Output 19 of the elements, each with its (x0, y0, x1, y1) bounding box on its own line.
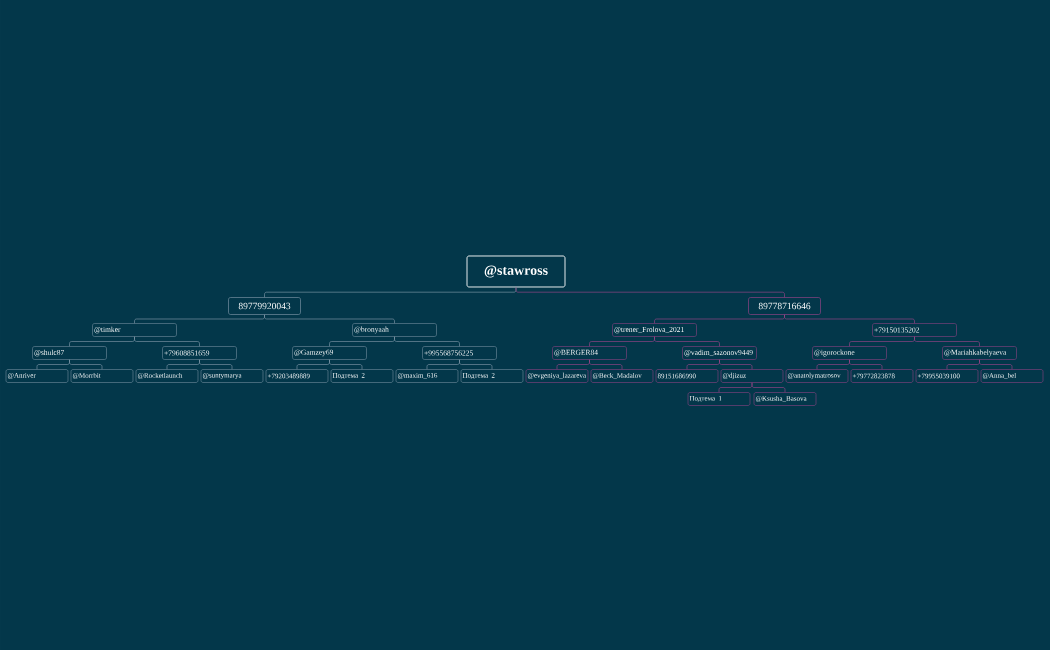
connector-line (134, 336, 200, 347)
connector-line (979, 359, 1013, 370)
connector-line (914, 336, 980, 347)
topic-box: 89779920043 (228, 297, 301, 315)
connector-line (459, 359, 493, 370)
topic-box: 89778716646 (748, 297, 821, 315)
connector-line (654, 336, 720, 347)
connector-line (199, 359, 233, 370)
connector-line (784, 314, 915, 324)
connector-line (849, 359, 883, 370)
connector-line (264, 314, 395, 324)
connector-line (589, 359, 623, 370)
connector-line (69, 359, 103, 370)
connector-line (751, 382, 786, 393)
connector-line (329, 359, 363, 370)
connector-line (719, 359, 753, 370)
root-topic-box: @stawross (466, 255, 566, 288)
connector-line (394, 336, 460, 347)
connector-line (515, 287, 785, 298)
